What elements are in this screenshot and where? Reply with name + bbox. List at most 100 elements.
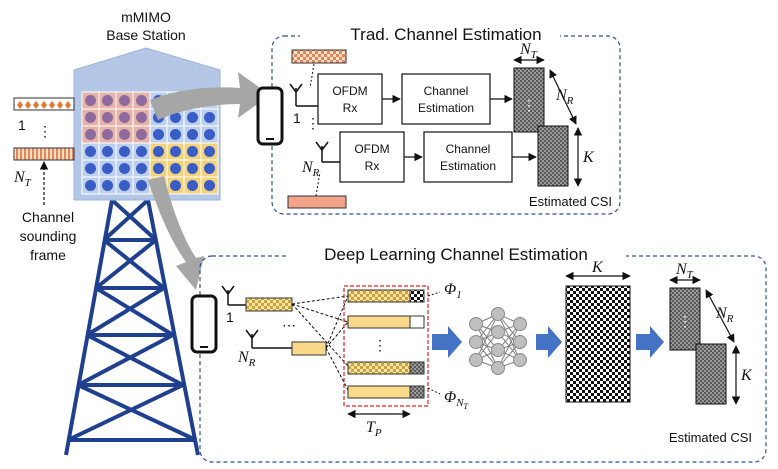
base-station-title-line2: Base Station [106,27,185,43]
dl-pilot-row-4-tail [409,385,425,399]
trad-pilot-frame [291,49,347,64]
antenna-element [187,146,198,157]
dl-blue-arrow-2 [536,326,562,358]
gray-arrow-to-dl [148,176,204,290]
dl-pilot-row-2-tail [409,315,425,329]
antenna-element [187,180,198,191]
nn-node [491,307,505,321]
dl-fan-lines [291,295,349,391]
dl-pilot-dots: ⋮ [373,337,387,353]
dl-blue-arrow-1 [432,326,462,358]
antenna-element [85,112,96,123]
nn-node [469,335,483,349]
dl-phone-icon [190,294,218,354]
antenna-element [119,95,130,106]
nn-node [491,343,505,357]
trad-pilot-frame-bottom [287,195,347,209]
trad-rx-first-index: 1 [293,110,301,126]
antenna-element [102,129,113,140]
antenna-element [187,112,198,123]
antenna-element [136,112,147,123]
dl-pilot-row-4 [347,385,411,399]
dl-csi-matrix-1 [669,287,701,351]
trad-channel-est-1-line2: Estimation [418,101,474,115]
antenna-element [187,129,198,140]
antenna-element [136,146,147,157]
dl-pilot-stack-border [343,285,429,407]
nn-edge [475,313,499,361]
trad-nr-arrow [549,69,577,125]
trad-nr-label: NR [555,87,574,107]
antenna-element [204,180,215,191]
antenna-element [136,129,147,140]
trad-title: Trad. Channel Estimation [350,25,541,44]
dl-nt-label: NT [675,261,694,281]
antenna-element [187,163,198,174]
pilot-frame-last [13,147,75,161]
tower [64,198,200,456]
antenna-element [204,146,215,157]
dl-phi1-label: Φ1 [444,281,462,301]
sounding-line3: frame [30,247,66,263]
trad-channel-est-2 [423,131,513,183]
trad-ofdm-rx-2 [339,131,405,183]
antenna-element [204,163,215,174]
dl-panel: Deep Learning Channel Estimation 1 NR ⋯ [190,242,767,463]
dl-antenna-nr-icon [245,329,292,349]
dl-received-signal-nr [291,341,327,356]
dl-received-signal-1 [245,297,293,312]
antenna-element [85,146,96,157]
trad-ofdm-rx-1-line1: OFDM [332,84,367,98]
dl-csi-dots: ⋮ [678,313,692,329]
trad-k-label: K [582,149,595,166]
trad-antenna-1-icon [289,83,318,107]
pilot-frame-first [13,97,75,111]
antenna-element [85,163,96,174]
dl-pilot-row-3-tail [409,361,425,375]
antenna-element [170,180,181,191]
antenna-element [153,163,164,174]
trad-rx-dots: ⋮ [306,115,320,131]
antenna-element [119,146,130,157]
trad-channel-est-1-line1: Channel [424,84,469,98]
dl-phint-label: ΦNT [444,389,469,411]
antenna-element [136,180,147,191]
antenna-element [85,95,96,106]
base-station: mMIMO Base Station 1 [13,9,221,456]
trad-csi-label: Estimated CSI [529,194,612,209]
antenna-element [85,180,96,191]
trad-ofdm-rx-2-line1: OFDM [354,142,389,156]
dl-blue-arrow-3 [636,326,664,358]
dl-antenna-1-icon [221,285,246,306]
trad-channel-est-1 [401,73,491,125]
antenna-element [170,146,181,157]
dl-pilot-row-3 [347,361,411,375]
trad-channel-est-2-line1: Channel [446,142,491,156]
trad-phone-icon [256,86,284,146]
antenna-element [204,112,215,123]
nn-node [513,353,527,367]
antenna-element [170,112,181,123]
antenna-dots: ⋮ [38,123,52,139]
antenna-first-index: 1 [18,117,26,133]
antenna-element [119,112,130,123]
trad-ofdm-rx-2-line2: Rx [365,159,380,173]
dl-rx-dots: ⋯ [282,317,296,333]
dl-csi-matrix-2 [695,343,727,405]
sounding-line2: sounding [20,228,77,244]
nn-node [469,353,483,367]
dl-rx-first-index: 1 [226,309,234,325]
nn-node [469,317,483,331]
antenna-element [119,180,130,191]
antenna-element [153,129,164,140]
trad-antenna-nr-icon [315,141,340,163]
antenna-element [136,95,147,106]
antenna-element [153,146,164,157]
antenna-element [102,95,113,106]
antenna-element [102,146,113,157]
dl-k-matrix [565,285,631,403]
sounding-line1: Channel [22,209,74,225]
antenna-element [170,129,181,140]
trad-panel: Trad. Channel Estimation 1 ⋮ NR OFDM Rx [256,22,621,215]
